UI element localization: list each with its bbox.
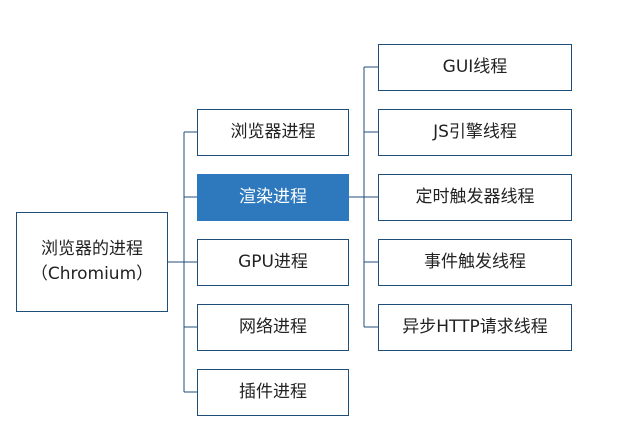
- thread-node-event: 事件触发线程: [378, 239, 572, 286]
- root-subtitle: （Chromium）: [30, 264, 154, 284]
- thread-node-async-http: 异步HTTP请求线程: [378, 304, 572, 351]
- root-title: 浏览器的进程: [41, 239, 143, 260]
- process-node-browser: 浏览器进程: [197, 109, 349, 156]
- thread-node-timer: 定时触发器线程: [378, 174, 572, 221]
- process-node-plugin: 插件进程: [197, 369, 349, 416]
- process-node-gpu: GPU进程: [197, 239, 349, 286]
- process-node-renderer: 渲染进程: [197, 174, 349, 221]
- root-node-chromium-processes: 浏览器的进程 （Chromium）: [16, 212, 168, 312]
- process-node-network: 网络进程: [197, 304, 349, 351]
- thread-node-gui: GUI线程: [378, 44, 572, 91]
- thread-node-js-engine: JS引擎线程: [378, 109, 572, 156]
